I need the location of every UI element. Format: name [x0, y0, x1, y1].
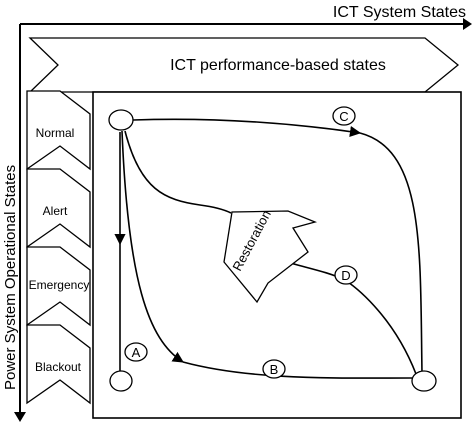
path-b-badge: B: [262, 359, 286, 379]
state-alert: Alert: [26, 168, 91, 249]
path-a-badge: A: [124, 342, 148, 362]
ict-axis-arrow-icon: [463, 18, 472, 30]
path-b-label: B: [270, 362, 279, 377]
state-blackout-label: Blackout: [35, 360, 82, 374]
ict-axis: ICT System States: [20, 4, 472, 30]
path-b-arrow: [121, 130, 184, 363]
restoration: Restoration: [223, 208, 318, 304]
power-states: Normal Alert Emergency Blackout: [26, 90, 91, 405]
state-blackout: Blackout: [26, 324, 91, 405]
path-c-badge: C: [332, 106, 356, 126]
state-emergency: Emergency: [26, 246, 91, 327]
path-restoration-in: [124, 130, 232, 214]
state-emergency-label: Emergency: [29, 278, 90, 292]
power-axis-label: Power System Operational States: [2, 165, 19, 390]
path-c-label: C: [339, 109, 348, 124]
state-nodes: [108, 109, 437, 392]
path-d-badge: D: [334, 265, 358, 285]
path-c-arrow: [132, 118, 362, 138]
start-node: [108, 109, 134, 131]
state-normal: Normal: [26, 90, 91, 171]
transitions: [114, 118, 423, 379]
path-c-line: [359, 132, 423, 374]
state-alert-label: Alert: [43, 204, 68, 218]
restoration-shape: [223, 210, 318, 304]
path-a-label: A: [132, 345, 141, 360]
power-axis: Power System Operational States: [2, 24, 26, 422]
state-normal-label: Normal: [36, 126, 75, 140]
state-blackout-shape: [26, 324, 91, 405]
blackout-node: [109, 370, 133, 392]
path-labels: A B C D: [124, 106, 358, 379]
path-b-line: [182, 361, 413, 379]
end-node: [411, 370, 437, 392]
ict-axis-label: ICT System States: [333, 4, 466, 21]
ict-band: ICT performance-based states: [28, 37, 460, 93]
ict-band-label: ICT performance-based states: [170, 57, 386, 74]
path-d-label: D: [341, 268, 350, 283]
power-axis-arrow-icon: [14, 412, 26, 422]
